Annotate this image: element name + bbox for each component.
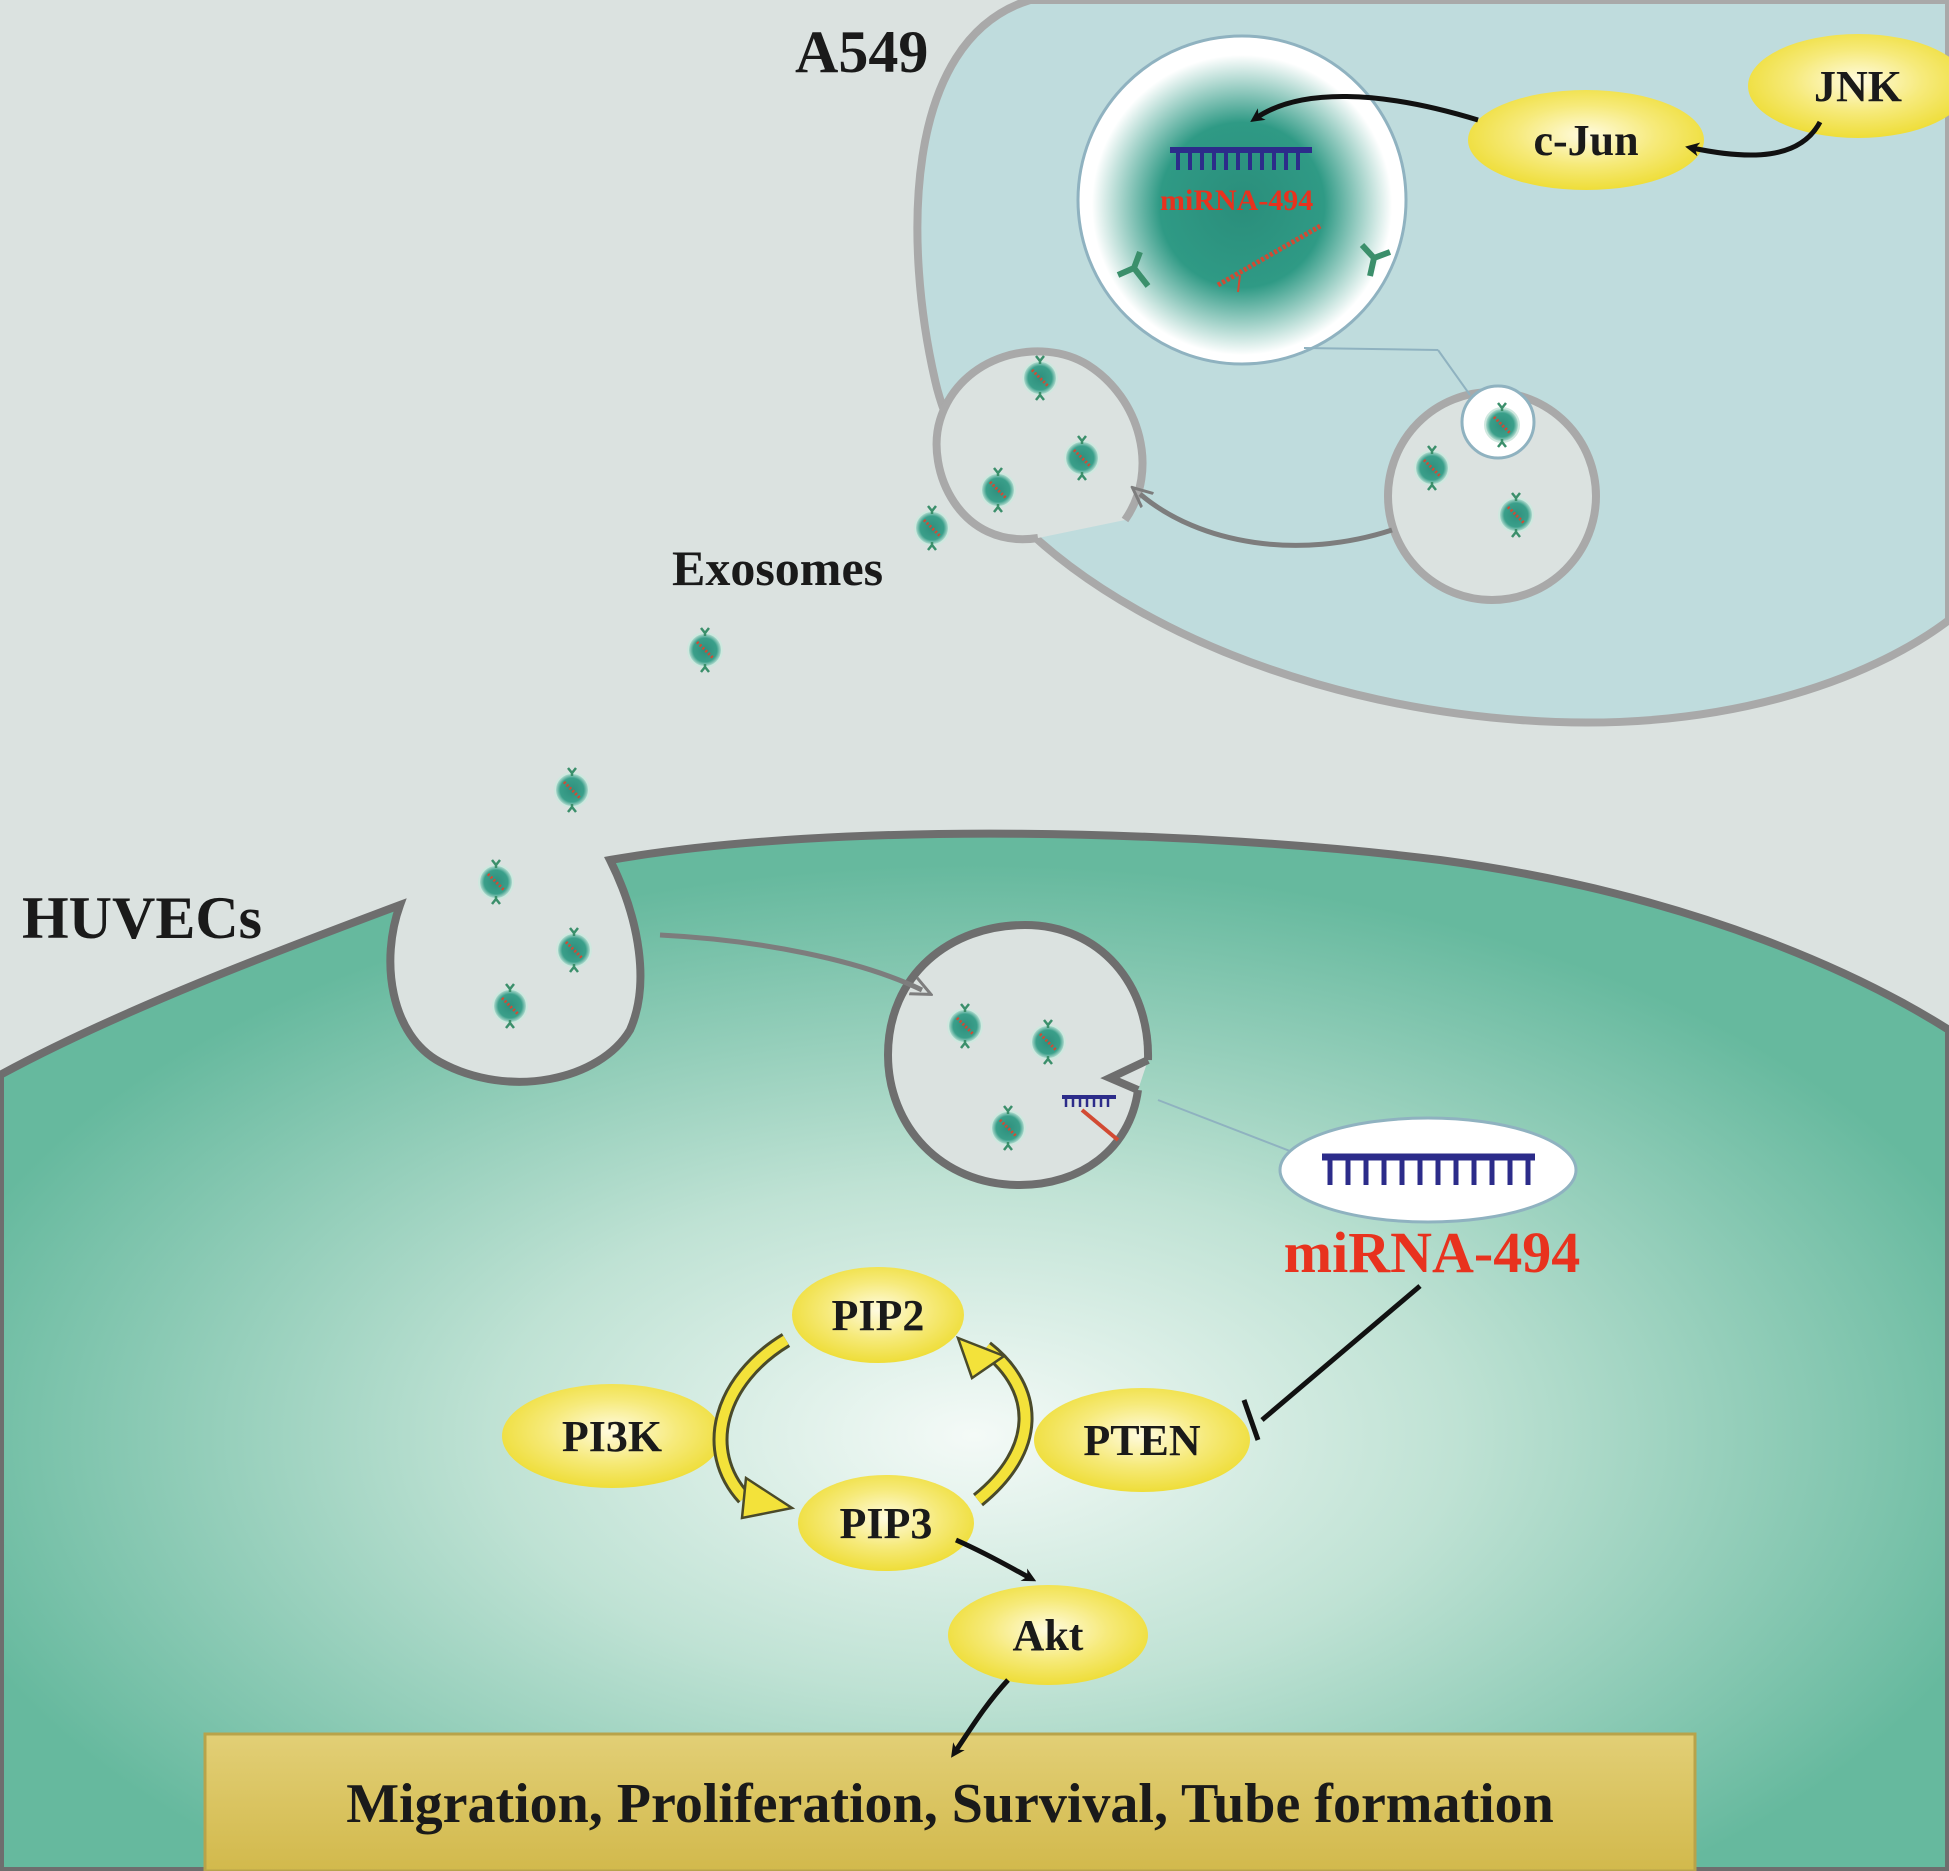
arrow-cjun-to-nucleus xyxy=(1250,94,1479,123)
arrow-pip3-to-pip2 xyxy=(955,1335,1034,1507)
arrow-akt-to-outcome xyxy=(951,1678,1010,1758)
mirna-label: miRNA-494 xyxy=(1284,1220,1580,1285)
node-pi3k: PI3K xyxy=(502,1384,722,1488)
arrow-mvb-to-membrane xyxy=(1140,494,1393,548)
node-pten: PTEN xyxy=(1034,1388,1250,1492)
receptor-left-icon xyxy=(1116,250,1151,288)
mirna-strand-icon xyxy=(1216,222,1324,288)
a549-label: A549 xyxy=(795,19,928,85)
outcome-label: Migration, Proliferation, Survival, Tube… xyxy=(346,1773,1554,1835)
inhibit-mirna-to-pten xyxy=(1260,1284,1422,1422)
arrow-pip3-to-akt xyxy=(954,1537,1037,1582)
multivesicular-body-left xyxy=(932,347,1147,544)
arrow-pit-to-endosome xyxy=(659,932,922,990)
endosome xyxy=(883,920,1153,1190)
mirna-label-nucleus: miRNA-494 xyxy=(1160,184,1313,217)
zoom-line-top xyxy=(1303,347,1439,351)
node-jnk-label: JNK xyxy=(1814,62,1902,111)
nucleus: miRNA-494 xyxy=(1076,34,1408,366)
huvecs-label: HUVECs xyxy=(22,885,262,951)
node-pip3-label: PIP3 xyxy=(840,1499,933,1548)
node-pten-label: PTEN xyxy=(1083,1416,1201,1465)
node-pip2: PIP2 xyxy=(792,1267,964,1363)
node-akt: Akt xyxy=(948,1585,1148,1685)
node-cjun-label: c-Jun xyxy=(1533,116,1638,165)
arrow-jnk-to-cjun xyxy=(1685,120,1823,158)
node-jnk: JNK xyxy=(1748,34,1949,138)
mirna-gene-icon xyxy=(1170,147,1312,170)
node-pi3k-label: PI3K xyxy=(562,1412,662,1461)
receptor-right-icon xyxy=(1359,242,1392,277)
exosomes-label: Exosomes xyxy=(672,540,883,596)
arrow-pip2-to-pip3 xyxy=(712,1333,796,1520)
outcome-box xyxy=(203,1732,1697,1871)
node-pip3: PIP3 xyxy=(798,1475,974,1571)
mirna-zoom xyxy=(1278,1116,1578,1224)
node-cjun: c-Jun xyxy=(1468,90,1704,190)
zoom-line-bottom xyxy=(1157,1099,1309,1159)
node-akt-label: Akt xyxy=(1013,1611,1084,1660)
multivesicular-body-right xyxy=(1384,384,1600,604)
node-pip2-label: PIP2 xyxy=(832,1291,925,1340)
